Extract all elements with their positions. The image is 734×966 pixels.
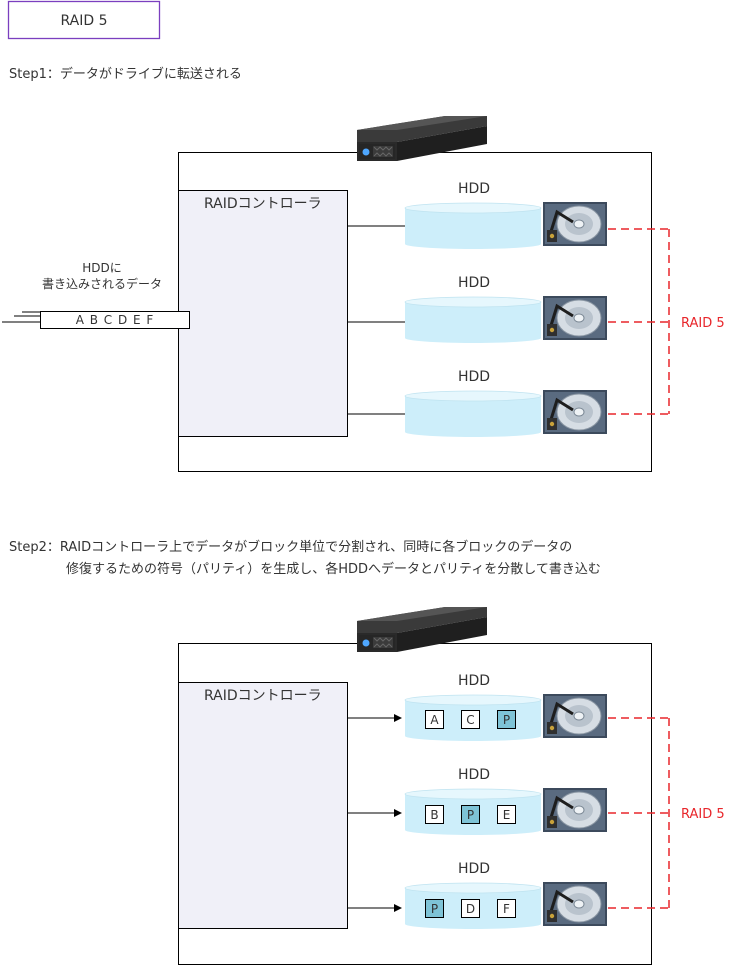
step1-data-strip (40, 311, 190, 329)
parity-block (425, 899, 444, 918)
block-label: D (466, 902, 475, 916)
parity-block (497, 710, 516, 729)
step1-incoming-label-line2: 書き込みされるデータ (42, 276, 162, 291)
step1-hdd-label: HDD (458, 369, 490, 385)
step2-hdd-label: HDD (458, 861, 490, 877)
block-label: C (466, 713, 474, 727)
step1-hdd-label: HDD (458, 275, 490, 291)
step1-incoming-label-line1: HDDに (82, 261, 122, 275)
data-block (497, 805, 516, 824)
step1-caption: Step1：データがドライブに転送される (9, 66, 242, 82)
step1-controller-label: RAIDコントローラ (204, 196, 322, 212)
step1-raid-bracket (608, 228, 670, 415)
data-block (461, 710, 480, 729)
hard-disk-drive-icon (543, 390, 607, 434)
block-label: A (430, 713, 439, 727)
data-block (461, 899, 480, 918)
hard-disk-drive-icon (543, 202, 607, 246)
hard-disk-drive-icon (543, 694, 607, 738)
step2-caption-line1: Step2：RAIDコントローラ上でデータがブロック単位で分割され、同時に各ブロ… (9, 539, 572, 555)
step1-hdd-3: HDD (404, 369, 607, 437)
step2-hdd-label: HDD (458, 767, 490, 783)
step2-controller-label: RAIDコントローラ (204, 688, 322, 704)
step2-raid-label: RAID 5 (681, 807, 725, 822)
block-label: F (503, 902, 510, 916)
step1-hdd-label: HDD (458, 181, 490, 197)
step2-raid-bracket (608, 717, 670, 909)
data-block (497, 899, 516, 918)
step2-hdd-label: HDD (458, 673, 490, 689)
parity-block (461, 805, 480, 824)
block-label: P (503, 713, 510, 727)
step1-raid-label: RAID 5 (681, 316, 725, 331)
hard-disk-drive-icon (543, 882, 607, 926)
step2-caption-line2: 修復するための符号（パリティ）を生成し、各HDDへデータとパリティを分散して書き… (66, 561, 601, 577)
step2-raid-controller (178, 682, 348, 929)
title-label: RAID 5 (60, 13, 107, 29)
block-label: B (430, 808, 438, 822)
block-label: E (503, 808, 511, 822)
block-label: P (467, 808, 474, 822)
step1-data-strip-text: A B C D E F (76, 313, 155, 327)
block-label: P (431, 902, 438, 916)
data-block (425, 710, 444, 729)
hard-disk-drive-icon (543, 296, 607, 340)
data-block (425, 805, 444, 824)
step1-hdd-2: HDD (404, 275, 607, 343)
step1-hdd-1: HDD (404, 181, 607, 249)
step2-data-blocks: A C P B P E P D F (425, 710, 516, 918)
title-box (7, 0, 161, 40)
step1-raid-controller (178, 190, 348, 437)
hard-disk-drive-icon (543, 788, 607, 832)
